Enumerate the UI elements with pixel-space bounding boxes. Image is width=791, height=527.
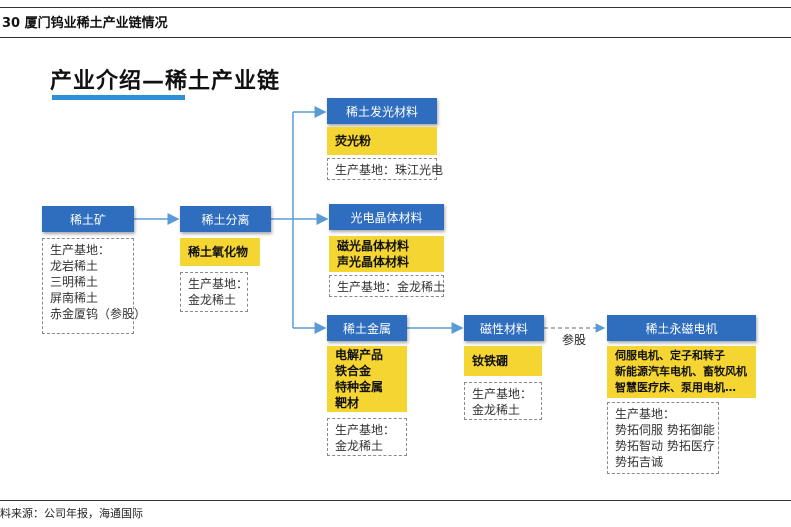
node-permanent-magnet-motor: 稀土永磁电机 bbox=[607, 315, 756, 341]
source-note: 料来源：公司年报，海通国际 bbox=[0, 507, 143, 520]
base-label: 生产基地： bbox=[337, 280, 398, 294]
base-item: 龙岩稀土 bbox=[50, 259, 99, 273]
base-item: 金龙稀土 bbox=[397, 280, 446, 294]
motor-products-box: 伺服电机、定子和转子 新能源汽车电机、畜牧风机 智慧医疗床、泵用电机… bbox=[607, 346, 756, 398]
product-item: 荧光粉 bbox=[335, 134, 372, 148]
base-label: 生产基地： bbox=[335, 423, 396, 437]
base-label: 生产基地： bbox=[335, 163, 396, 177]
base-label: 生产基地： bbox=[50, 243, 111, 257]
base-label: 生产基地： bbox=[188, 277, 249, 291]
node-rare-earth-metal: 稀土金属 bbox=[327, 315, 407, 341]
base-item: 金龙稀土 bbox=[335, 439, 384, 453]
crystal-products-box: 磁光晶体材料 声光晶体材料 bbox=[329, 236, 444, 272]
node-rare-earth-mine: 稀土矿 bbox=[42, 206, 134, 232]
base-item: 金龙稀土 bbox=[188, 293, 237, 307]
base-item: 屏南稀土 bbox=[50, 291, 99, 305]
product-item: 靶材 bbox=[335, 396, 360, 410]
base-item: 金龙稀土 bbox=[472, 403, 521, 417]
node-rare-earth-separation: 稀土分离 bbox=[180, 206, 271, 232]
slide-headline: 产业介绍—稀土产业链 bbox=[50, 69, 281, 94]
equity-note: 参股 bbox=[562, 333, 587, 347]
product-item: 铁合金 bbox=[335, 364, 372, 378]
base-item: 势拓智动 势拓医疗 bbox=[615, 439, 715, 453]
crystal-bases-box: 生产基地： 金龙稀土 bbox=[329, 275, 446, 297]
product-item: 伺服电机、定子和转子 bbox=[615, 349, 725, 362]
node-optoelectronic-crystal: 光电晶体材料 bbox=[329, 204, 444, 230]
product-item: 稀土氧化物 bbox=[188, 245, 249, 259]
base-item: 三明稀土 bbox=[50, 275, 99, 289]
separation-products-box: 稀土氧化物 bbox=[180, 238, 260, 266]
base-item: 珠江光电 bbox=[395, 163, 444, 177]
bottom-rule bbox=[0, 500, 791, 501]
product-item: 磁光晶体材料 bbox=[337, 239, 410, 253]
product-item: 钕铁硼 bbox=[472, 354, 509, 368]
product-item: 新能源汽车电机、畜牧风机 bbox=[615, 365, 747, 378]
magnetic-bases-box: 生产基地： 金龙稀土 bbox=[464, 382, 542, 420]
product-item: 电解产品 bbox=[335, 348, 384, 362]
base-item: 势拓伺服 势拓御能 bbox=[615, 423, 715, 437]
node-luminescent-materials: 稀土发光材料 bbox=[327, 98, 437, 124]
metal-products-box: 电解产品 铁合金 特种金属 靶材 bbox=[327, 346, 407, 412]
magnetic-products-box: 钕铁硼 bbox=[464, 346, 542, 376]
product-item: 智慧医疗床、泵用电机… bbox=[615, 381, 736, 394]
figure-caption: 30 厦门钨业稀土产业链情况 bbox=[2, 16, 168, 31]
product-item: 声光晶体材料 bbox=[337, 255, 410, 269]
base-item: 势拓吉诚 bbox=[615, 455, 664, 469]
base-item: 赤金厦钨（参股） bbox=[50, 307, 147, 321]
caption-rule bbox=[0, 37, 791, 38]
luminescent-products-box: 荧光粉 bbox=[327, 127, 437, 155]
motor-bases-box: 生产基地： 势拓伺服 势拓御能 势拓智动 势拓医疗 势拓吉诚 bbox=[607, 402, 719, 474]
top-rule bbox=[0, 7, 791, 8]
base-label: 生产基地： bbox=[472, 387, 533, 401]
luminescent-bases-box: 生产基地： 珠江光电 bbox=[327, 158, 443, 180]
base-label: 生产基地： bbox=[615, 407, 676, 421]
metal-bases-box: 生产基地： 金龙稀土 bbox=[327, 418, 407, 456]
separation-bases-box: 生产基地： 金龙稀土 bbox=[180, 272, 248, 312]
product-item: 特种金属 bbox=[335, 380, 384, 394]
node-magnetic-materials: 磁性材料 bbox=[464, 315, 544, 341]
headline-accent-bar bbox=[52, 95, 185, 100]
mine-bases-box: 生产基地： 龙岩稀土 三明稀土 屏南稀土 赤金厦钨（参股） bbox=[42, 238, 147, 334]
